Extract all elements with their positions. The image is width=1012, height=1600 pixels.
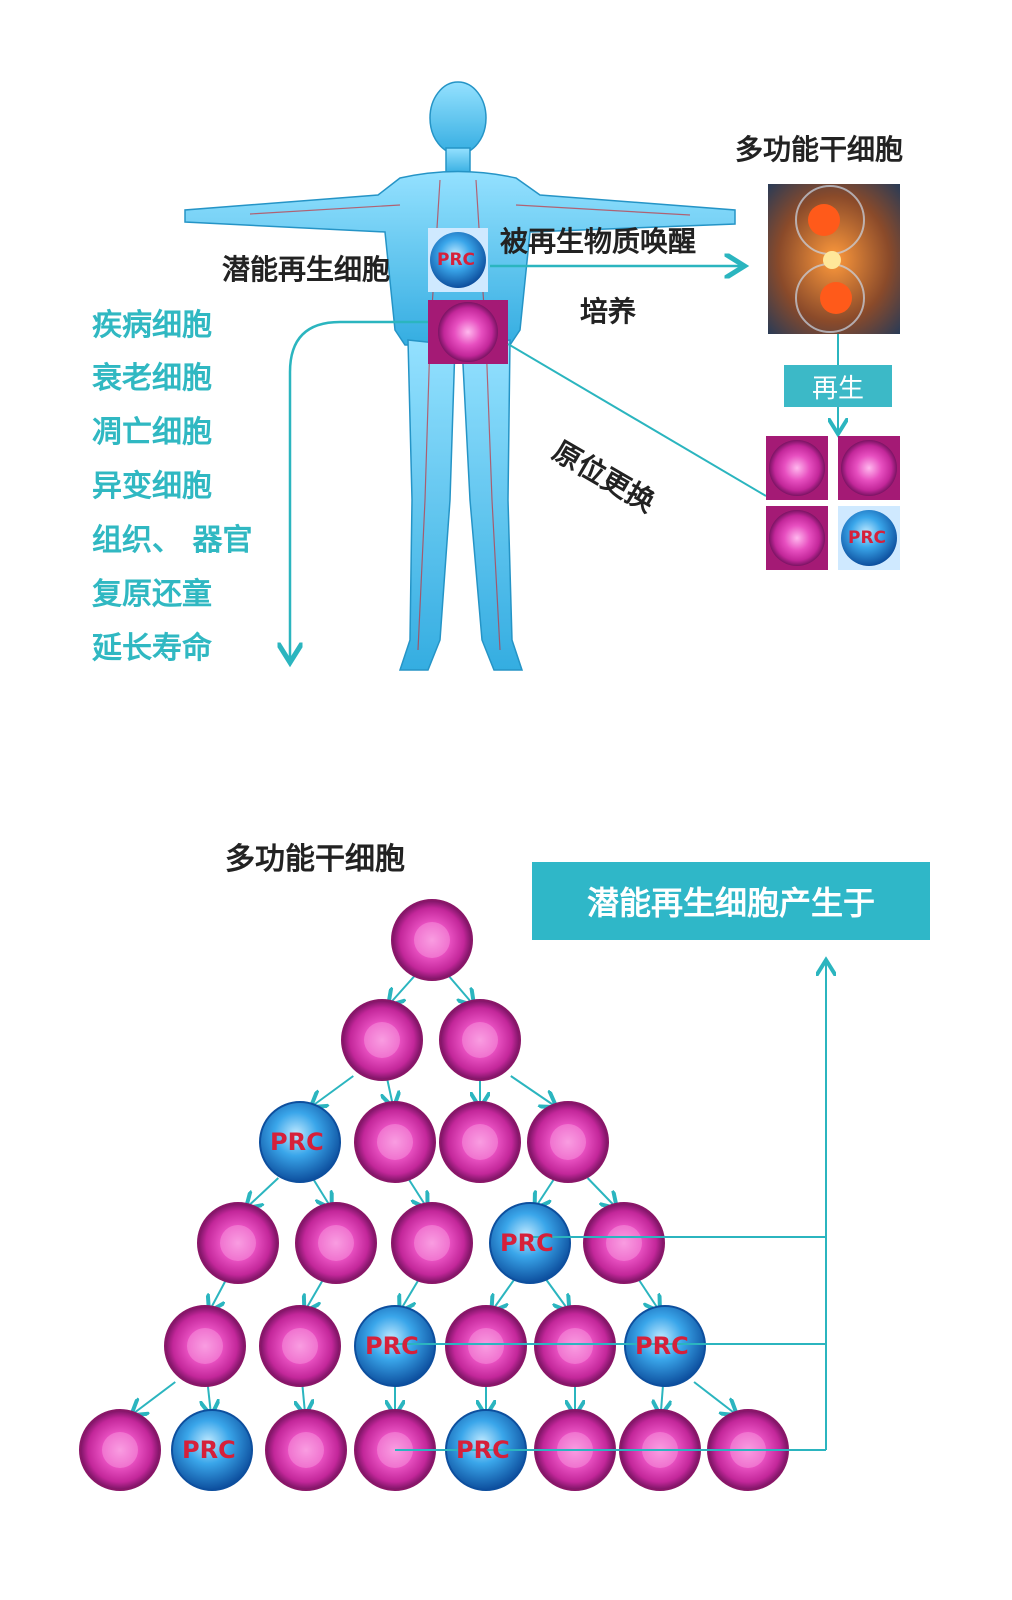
prc-cell: [489, 1202, 571, 1284]
pyramid-arrow: [311, 1177, 331, 1207]
cell-nucleus: [364, 1022, 400, 1058]
prc-cell-text: PRC: [500, 1229, 554, 1257]
abdomen-cell: [438, 302, 498, 362]
pyramid-arrows: [133, 975, 736, 1414]
replace-line: [507, 343, 767, 497]
regen-box: 再生: [784, 365, 892, 407]
cell-nucleus: [102, 1432, 138, 1468]
pyramid-arrow: [586, 1177, 616, 1207]
cell-nucleus: [462, 1124, 498, 1160]
pyramid-cells: [79, 899, 789, 1491]
pyramid-arrow: [493, 1278, 516, 1310]
list-item-tissue: 组织、 器官: [92, 523, 253, 558]
prc-cell-label: 潜能再生细胞: [222, 253, 391, 286]
cell-nucleus: [187, 1328, 223, 1364]
prc-cell-text: PRC: [270, 1128, 324, 1156]
awaken-label: 被再生物质唤醒: [500, 225, 697, 258]
cell-nucleus: [550, 1124, 586, 1160]
list-item-longevity: 延长寿命: [92, 631, 212, 666]
prc-cell: [171, 1409, 253, 1491]
prc-cell: [354, 1305, 436, 1387]
stem-cell-label: 多功能干细胞: [735, 133, 904, 166]
prc-cell-text: PRC: [365, 1332, 419, 1360]
cell-nucleus: [462, 1022, 498, 1058]
pyramid-arrow: [448, 975, 473, 1004]
pyramid-arrow: [510, 1075, 555, 1106]
cell-nucleus: [377, 1124, 413, 1160]
pyramid-arrow: [544, 1278, 569, 1310]
pyramid-arrow: [247, 1177, 279, 1207]
pyramid-arrow: [302, 1381, 305, 1414]
pyramid-arrow: [407, 1177, 427, 1207]
chest-prc-text: PRC: [437, 250, 476, 270]
pyramid-arrow: [312, 1075, 354, 1106]
prc-cell: [624, 1305, 706, 1387]
prc-cell-text: PRC: [635, 1332, 689, 1360]
pyramid-arrow: [637, 1278, 659, 1310]
prc-origin-box: 潜能再生细胞产生于: [532, 862, 930, 940]
pyramid-arrow: [693, 1381, 736, 1414]
left-down-arrow: [290, 320, 428, 660]
replacement-grid: [766, 436, 900, 570]
grid-prc-text: PRC: [848, 528, 887, 548]
prc-cell-text: PRC: [456, 1436, 510, 1464]
pyramid-arrow: [207, 1381, 211, 1414]
prc-connector-lines: [395, 962, 826, 1451]
bottom-title: 多功能干细胞: [225, 842, 405, 877]
human-body-figure: [184, 81, 736, 671]
pyramid-arrow: [387, 1075, 394, 1106]
pyramid-arrow: [401, 1278, 420, 1310]
list-item-diseased: 疾病细胞: [92, 308, 212, 343]
cell-nucleus: [606, 1225, 642, 1261]
list-item-aging: 衰老细胞: [92, 361, 212, 396]
cell-nucleus: [414, 1225, 450, 1261]
chest-prc-cell: [430, 232, 486, 288]
cell-nucleus: [557, 1328, 593, 1364]
cell-nucleus: [414, 922, 450, 958]
cell-nucleus: [318, 1225, 354, 1261]
list-item-mutated: 异变细胞: [92, 469, 212, 504]
pyramid-arrow: [305, 1278, 325, 1310]
pyramid-arrow: [661, 1381, 664, 1414]
pyramid-arrow: [210, 1278, 228, 1310]
pyramid-arrow: [536, 1177, 556, 1207]
cell-nucleus: [220, 1225, 256, 1261]
list-item-rejuvenate: 复原还童: [92, 577, 212, 612]
prc-cell: [259, 1101, 341, 1183]
culture-label: 培养: [580, 295, 637, 328]
pyramid-arrow: [390, 975, 416, 1004]
pyramid-arrow: [133, 1381, 176, 1414]
cell-nucleus: [468, 1328, 504, 1364]
cell-nucleus: [282, 1328, 318, 1364]
prc-cell-text: PRC: [182, 1436, 236, 1464]
list-item-apoptotic: 凋亡细胞: [92, 415, 212, 450]
cell-nucleus: [288, 1432, 324, 1468]
